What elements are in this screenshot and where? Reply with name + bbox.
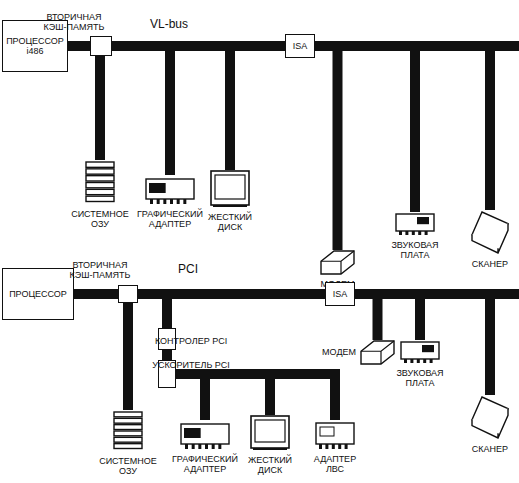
bus-connector [176, 374, 210, 420]
device-label: ЖЕСТКИЙ ДИСК [245, 455, 295, 475]
device-label: СИСТЕМНОЕ ОЗУ [68, 209, 132, 229]
box-text: ПРОЦЕССОР [6, 36, 64, 46]
device-label: ВТОРИЧНАЯ КЭШ-ПАМЯТЬ [36, 12, 112, 32]
bus-connector [112, 46, 235, 170]
box-text: ISA [333, 289, 348, 299]
box-text: i486 [26, 46, 43, 56]
bus-connector [315, 46, 495, 210]
device-label: ЖЕСТКИЙ ДИСК [205, 212, 255, 232]
device-label: АДАПТЕР ЛВС [310, 454, 360, 474]
bus-name: PCI [178, 262, 198, 276]
ram-icon-drawing [113, 410, 143, 452]
graphics-card-icon-drawing [145, 175, 195, 205]
scanner-icon: СКАНЕР [470, 210, 510, 255]
ram-icon: СИСТЕМНОЕ ОЗУ [85, 160, 115, 205]
bus-connector [315, 46, 343, 250]
device-label: КОНТРОЛЕР PCI [155, 336, 227, 346]
bus-connector [138, 289, 325, 299]
box-text: ПРОЦЕССОР [9, 289, 67, 299]
graphics-card-icon-drawing [180, 420, 230, 450]
device-label: СКАНЕР [467, 444, 513, 454]
device-label: МОДЕМ [316, 347, 356, 357]
hard-disk-icon-drawing [250, 415, 290, 451]
bus-connector [315, 46, 420, 212]
bus-connector [162, 350, 172, 360]
bus-connector [355, 294, 495, 395]
ram-icon-drawing [85, 160, 115, 205]
sound-card-icon-drawing [395, 212, 435, 236]
modem-icon-drawing [320, 250, 355, 275]
scanner-icon-drawing [470, 395, 510, 440]
modem-icon-drawing [360, 340, 395, 365]
hard-disk-icon: ЖЕСТКИЙ ДИСК [210, 170, 250, 208]
device-label: ЗВУКОВАЯ ПЛАТА [385, 240, 445, 260]
bus-connector [95, 56, 105, 160]
bus-connector [355, 294, 425, 340]
device-label: УСКОРИТЕЛЬ PCI [152, 360, 230, 370]
bus-connector [112, 46, 175, 175]
lan-adapter-icon-drawing [315, 420, 355, 450]
sound-card-icon-drawing [400, 340, 440, 364]
pci-controller-box: КОНТРОЛЕР PCI [158, 328, 176, 350]
device-label: СИСТЕМНОЕ ОЗУ [96, 456, 160, 476]
device-label: ГРАФИЧЕСКИЙ АДАПТЕР [170, 454, 240, 474]
isa-box: ISA [325, 282, 355, 306]
device-label: СКАНЕР [467, 259, 513, 269]
scanner-icon: СКАНЕР [470, 395, 510, 440]
bus-connector [112, 41, 285, 51]
isa-box: ISA [285, 34, 315, 58]
bus-connector [123, 303, 133, 410]
bus-connector [176, 374, 275, 415]
ram-icon: СИСТЕМНОЕ ОЗУ [113, 410, 143, 452]
lan-adapter-icon: АДАПТЕР ЛВС [315, 420, 355, 450]
device-label: ЗВУКОВАЯ ПЛАТА [390, 368, 450, 388]
hard-disk-icon-drawing [210, 170, 250, 208]
bus-connector [355, 294, 383, 340]
bus-name: VL-bus [150, 17, 188, 31]
scanner-icon-drawing [470, 210, 510, 255]
graphics-card-icon: ГРАФИЧЕСКИЙ АДАПТЕР [145, 175, 195, 205]
bus-connector [138, 294, 172, 328]
processor-box: ПРОЦЕССОР [2, 268, 74, 320]
cache-box: ВТОРИЧНАЯ КЭШ-ПАМЯТЬ [118, 285, 138, 303]
box-text: ISA [293, 41, 308, 51]
pci-accelerator-box: УСКОРИТЕЛЬ PCI [158, 360, 176, 388]
graphics-card-icon: ГРАФИЧЕСКИЙ АДАПТЕР [180, 420, 230, 450]
hard-disk-icon: ЖЕСТКИЙ ДИСК [250, 415, 290, 451]
modem-icon: МОДЕМ [320, 250, 355, 275]
sound-card-icon: ЗВУКОВАЯ ПЛАТА [400, 340, 440, 364]
modem-icon: МОДЕМ [360, 340, 395, 365]
sound-card-icon: ЗВУКОВАЯ ПЛАТА [395, 212, 435, 236]
device-label: ГРАФИЧЕСКИЙ АДАПТЕР [135, 209, 205, 229]
device-label: ВТОРИЧНАЯ КЭШ-ПАМЯТЬ [62, 260, 138, 280]
bus-connector [176, 374, 340, 420]
cache-box: ВТОРИЧНАЯ КЭШ-ПАМЯТЬ [90, 36, 112, 56]
bus-connector [74, 289, 118, 299]
bus-connector [68, 41, 90, 51]
